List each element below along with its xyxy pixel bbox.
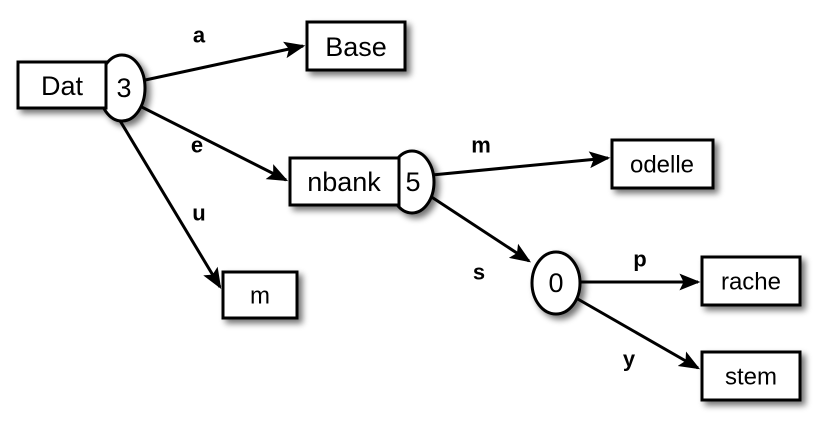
- edge-label-a: a: [193, 23, 206, 48]
- edge-s-line: [429, 194, 532, 263]
- edge-label-y: y: [623, 347, 636, 372]
- node-base[interactable]: Base: [305, 20, 407, 72]
- node-base-label: Base: [325, 32, 387, 62]
- node-root-rect: [16, 60, 108, 110]
- edge-label-u: u: [192, 201, 205, 226]
- node-odelle[interactable]: odelle: [610, 138, 715, 190]
- edge-y-line: [575, 296, 701, 370]
- edge-a-line: [121, 41, 306, 87]
- edge-labels-layer: a e u m s p y: [191, 23, 647, 372]
- node-base-rect: [305, 20, 407, 72]
- node-odelle-rect: [610, 138, 715, 190]
- node-stem[interactable]: stem: [700, 350, 802, 402]
- edge-label-s: s: [473, 260, 485, 285]
- node-zero[interactable]: 0: [530, 250, 582, 316]
- node-root-rect-label: Dat: [41, 71, 84, 101]
- node-odelle-label: odelle: [630, 152, 694, 179]
- edges-layer: [114, 41, 701, 370]
- node-nbank-rect: [288, 156, 401, 207]
- node-m-label: m: [250, 283, 270, 310]
- node-stem-label: stem: [725, 364, 777, 391]
- node-root-ellipse-label: 3: [116, 73, 131, 103]
- node-root[interactable]: Dat 3: [16, 53, 147, 123]
- node-rache[interactable]: rache: [700, 255, 802, 307]
- edge-label-e: e: [191, 133, 203, 158]
- node-nbank-rect-label: nbank: [307, 167, 381, 197]
- node-zero-ellipse: [530, 250, 582, 316]
- node-stem-rect: [700, 350, 802, 402]
- node-nbank[interactable]: nbank 5: [288, 149, 436, 215]
- edge-u-line: [114, 113, 222, 290]
- node-m-rect: [221, 270, 299, 320]
- edge-label-m: m: [471, 133, 491, 158]
- node-rache-rect: [700, 255, 802, 307]
- node-rache-label: rache: [721, 269, 781, 296]
- node-nbank-ellipse-label: 5: [405, 167, 420, 197]
- node-zero-label: 0: [548, 268, 563, 298]
- edge-m-line: [431, 151, 611, 177]
- node-m[interactable]: m: [221, 270, 299, 320]
- edge-e-line: [121, 95, 289, 182]
- edge-label-p: p: [633, 247, 646, 272]
